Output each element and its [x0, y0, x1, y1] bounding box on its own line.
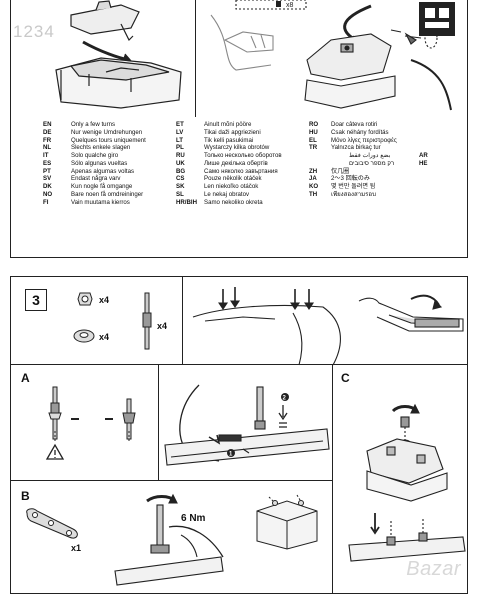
bracket-illustration — [256, 494, 318, 550]
section-b-label: B — [21, 489, 30, 503]
nut-icon — [77, 292, 93, 306]
washer-icon — [73, 329, 95, 343]
section-c-label: C — [341, 371, 350, 385]
section-b-cell — [11, 481, 333, 593]
plate-icon — [26, 508, 78, 539]
instruction-panel-step-3: 3 x4 x4 x4 A — [10, 276, 468, 594]
parts-cell — [11, 277, 183, 365]
svg-text:1: 1 — [229, 452, 233, 458]
mounting-illustration: x8 — [55, 0, 455, 111]
section-a-right-cell — [159, 365, 333, 481]
section-a-label: A — [21, 371, 30, 385]
bolt-assembly-illustration — [45, 386, 136, 460]
section-a-left-cell — [11, 365, 159, 481]
svg-text:2: 2 — [283, 396, 287, 402]
bolt-icon — [142, 292, 152, 350]
nut-quantity: x4 — [99, 295, 110, 305]
watermark-number: 1234 — [13, 22, 55, 41]
foot-assembly-illustration — [348, 403, 466, 562]
svg-text:x8: x8 — [286, 2, 294, 9]
torque-wrench-illustration — [114, 493, 224, 586]
divider — [195, 0, 196, 117]
torque-value: 6 Nm — [181, 513, 206, 524]
plate-quantity: x1 — [71, 543, 82, 553]
bolt-insertion-illustration: 2 1 — [164, 384, 330, 466]
watermark-logo: Bazar — [406, 558, 461, 580]
instruction-panel-top: 1234 x8 — [10, 0, 468, 258]
car-roof-illustration — [192, 287, 464, 366]
car-roof-cell — [183, 277, 467, 365]
step-number: 3 — [25, 289, 47, 311]
bolt-quantity: x4 — [157, 321, 168, 331]
washer-quantity: x4 — [99, 332, 110, 342]
